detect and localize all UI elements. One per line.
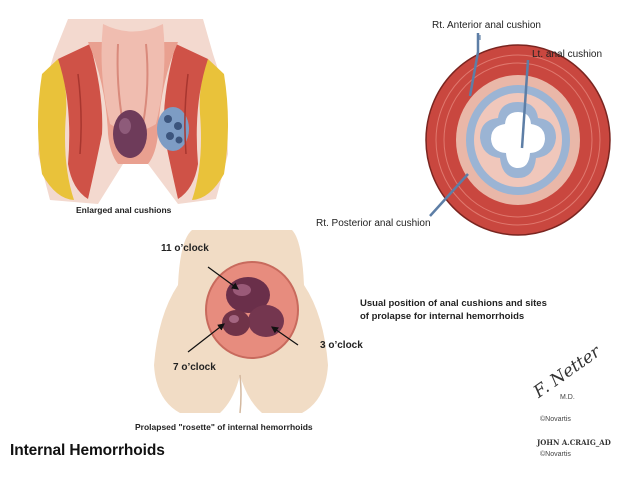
description-line-1: Usual position of anal cushions and site… [360,298,547,309]
label-rt-anterior: Rt. Anterior anal cushion [432,20,541,31]
craig-signature: JOHN A.CRAIG_AD [537,438,611,447]
arrow-7-oclock [187,323,225,353]
leader-rt-anterior [468,33,480,97]
description-line-2: of prolapse for internal hemorrhoids [360,311,525,322]
rosette-illustration [154,230,328,414]
label-rt-posterior: Rt. Posterior anal cushion [316,218,431,229]
label-lt-anal-cushion: Lt. anal cushion [532,49,603,60]
enlarged-cushions-illustration [38,19,228,204]
leader-lt [520,59,530,149]
netter-md: M.D. [560,394,575,401]
leader-rt-posterior [429,173,469,217]
enlarged-cushions-caption: Enlarged anal cushions [76,205,172,215]
label-7-oclock: 7 o’clock [173,362,216,373]
label-3-oclock: 3 o’clock [320,340,363,351]
cross-section-illustration [425,35,611,236]
arrow-11-oclock [207,266,239,290]
novartis-credit-2: ©Novartis [540,451,571,458]
rosette-caption: Prolapsed "rosette" of internal hemorrho… [135,422,313,432]
arrow-3-oclock [271,326,299,346]
slide-title: Internal Hemorrhoids [10,442,165,459]
label-11-oclock: 11 o’clock [161,243,209,254]
novartis-credit-1: ©Novartis [540,416,571,423]
